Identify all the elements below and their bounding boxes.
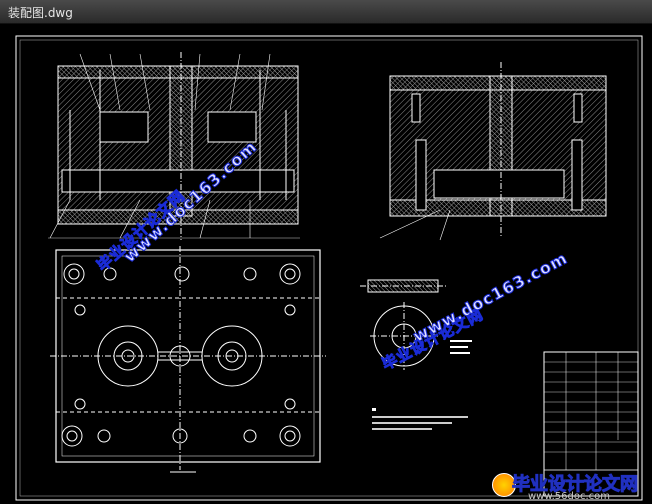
title-block bbox=[543, 351, 639, 497]
footer-brand: 毕业设计论文网 bbox=[512, 474, 639, 496]
technical-notes bbox=[372, 408, 468, 430]
sheet-border bbox=[15, 35, 643, 501]
window-title: 装配图.dwg bbox=[8, 6, 73, 20]
side-section-view bbox=[379, 62, 607, 241]
window-titlebar: 装配图.dwg bbox=[0, 0, 652, 24]
drawing-canvas[interactable]: 毕业设计论文网 www.doc163.com 毕业设计论文网 www.doc16… bbox=[0, 24, 652, 504]
part-detail-view bbox=[360, 279, 472, 370]
brand-logo-icon bbox=[492, 473, 516, 497]
front-section-view bbox=[48, 52, 300, 240]
cad-drawing bbox=[15, 35, 643, 501]
footer-url: www.56doc.com bbox=[528, 491, 611, 502]
plan-view bbox=[50, 246, 326, 473]
sheet-inner-border bbox=[19, 39, 639, 497]
